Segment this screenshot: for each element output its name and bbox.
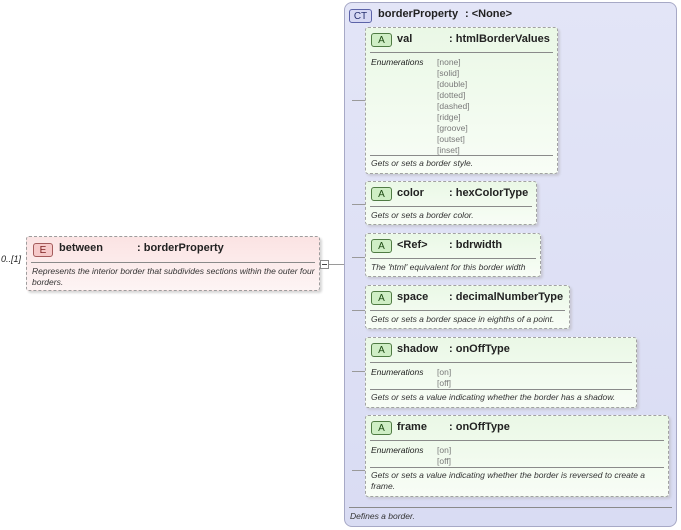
enum-value: [off] bbox=[437, 378, 452, 388]
attribute-name: val bbox=[397, 33, 413, 45]
attribute-space[interactable]: A space : decimalNumberType Gets or sets… bbox=[365, 285, 570, 329]
enum-value: [outset] bbox=[437, 134, 465, 144]
attribute-doc: Gets or sets a value indicating whether … bbox=[371, 470, 646, 491]
attribute-doc: Gets or sets a border style. bbox=[371, 158, 474, 168]
enumerations-list: [on] [off] bbox=[437, 445, 451, 467]
enumerations-label: Enumerations bbox=[371, 367, 424, 377]
complex-type-doc: Defines a border. bbox=[350, 511, 415, 521]
branch-line bbox=[352, 310, 365, 311]
attribute-color[interactable]: A color : hexColorType Gets or sets a bo… bbox=[365, 181, 537, 225]
branch-line bbox=[352, 371, 365, 372]
attribute-separator bbox=[370, 206, 532, 207]
element-badge: E bbox=[33, 243, 53, 257]
attribute-badge: A bbox=[371, 291, 392, 305]
attribute-badge: A bbox=[371, 239, 392, 253]
complex-type-badge: CT bbox=[349, 9, 372, 23]
attribute-doc: Gets or sets a border color. bbox=[371, 210, 474, 220]
element-separator bbox=[31, 262, 315, 263]
attribute-doc: Gets or sets a value indicating whether … bbox=[371, 392, 616, 402]
attribute-separator bbox=[370, 52, 553, 53]
attribute-badge: A bbox=[371, 33, 392, 47]
attribute-name: color bbox=[397, 187, 424, 199]
attribute-separator bbox=[370, 155, 553, 156]
complex-type-type: : <None> bbox=[465, 8, 513, 20]
attribute-ref[interactable]: A <Ref> : bdrwidth The 'html' equivalent… bbox=[365, 233, 541, 277]
attribute-badge: A bbox=[371, 421, 392, 435]
element-name: between bbox=[59, 242, 104, 254]
complex-type-name: borderProperty bbox=[378, 8, 459, 20]
attribute-type: : htmlBorderValues bbox=[449, 33, 550, 45]
attribute-separator bbox=[370, 310, 565, 311]
attribute-separator bbox=[370, 389, 632, 390]
attribute-name: space bbox=[397, 291, 429, 303]
enumerations-list: [on] [off] bbox=[437, 367, 451, 389]
attribute-type: : bdrwidth bbox=[449, 239, 503, 251]
occurrence-label: 0..[1] bbox=[1, 254, 22, 264]
element-type: : borderProperty bbox=[137, 242, 224, 254]
attribute-badge: A bbox=[371, 343, 392, 357]
attribute-separator bbox=[370, 258, 536, 259]
attribute-val[interactable]: A val : htmlBorderValues Enumerations [n… bbox=[365, 27, 558, 174]
attribute-type: : decimalNumberType bbox=[449, 291, 564, 303]
enum-value: [off] bbox=[437, 456, 452, 466]
complex-type-separator bbox=[349, 507, 672, 508]
enum-value: [dashed] bbox=[437, 101, 470, 111]
connector-line bbox=[329, 264, 352, 265]
attribute-type: : onOffType bbox=[449, 421, 510, 433]
enum-value: [on] bbox=[437, 367, 452, 377]
branch-line bbox=[352, 100, 365, 101]
enum-value: [inset] bbox=[437, 145, 460, 155]
enumerations-label: Enumerations bbox=[371, 445, 424, 455]
attribute-doc: The 'html' equivalent for this border wi… bbox=[371, 262, 526, 272]
element-between[interactable]: E between : borderProperty Represents th… bbox=[26, 236, 320, 291]
attribute-name: frame bbox=[397, 421, 427, 433]
attribute-badge: A bbox=[371, 187, 392, 201]
collapse-toggle-icon[interactable] bbox=[320, 260, 329, 269]
enum-value: [on] bbox=[437, 445, 452, 455]
enum-value: [groove] bbox=[437, 123, 468, 133]
attribute-separator bbox=[370, 467, 664, 468]
attribute-name: shadow bbox=[397, 343, 438, 355]
branch-line bbox=[352, 204, 365, 205]
attribute-name: <Ref> bbox=[397, 239, 428, 251]
enum-value: [dotted] bbox=[437, 90, 466, 100]
attribute-frame[interactable]: A frame : onOffType Enumerations [on] [o… bbox=[365, 415, 669, 497]
attribute-doc: Gets or sets a border space in eighths o… bbox=[371, 314, 555, 324]
attribute-type: : onOffType bbox=[449, 343, 510, 355]
enum-value: [solid] bbox=[437, 68, 460, 78]
attribute-separator bbox=[370, 440, 664, 441]
attribute-shadow[interactable]: A shadow : onOffType Enumerations [on] [… bbox=[365, 337, 637, 408]
enum-value: [ridge] bbox=[437, 112, 461, 122]
branch-line bbox=[352, 470, 365, 471]
enum-value: [none] bbox=[437, 57, 461, 67]
attribute-separator bbox=[370, 362, 632, 363]
enumerations-list: [none] [solid] [double] [dotted] [dashed… bbox=[437, 57, 470, 156]
branch-line bbox=[352, 257, 365, 258]
enum-value: [double] bbox=[437, 79, 468, 89]
enumerations-label: Enumerations bbox=[371, 57, 424, 67]
element-doc: Represents the interior border that subd… bbox=[32, 266, 315, 287]
attribute-type: : hexColorType bbox=[449, 187, 529, 199]
